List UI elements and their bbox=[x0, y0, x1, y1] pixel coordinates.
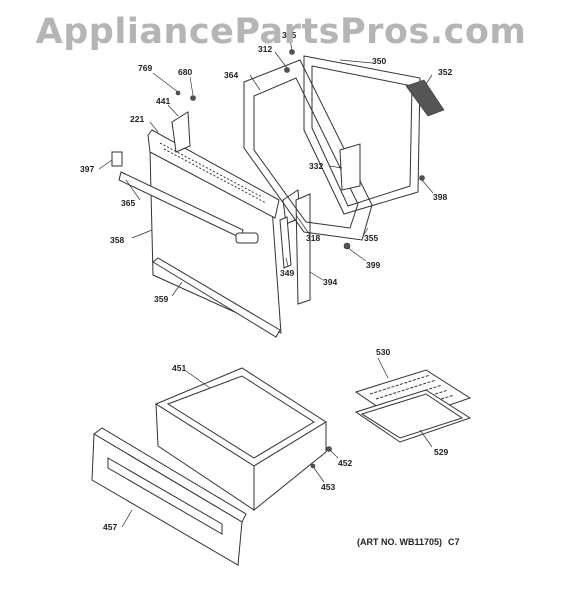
screw-398 bbox=[419, 175, 425, 181]
callout-318: 318 bbox=[306, 233, 320, 243]
callout-441: 441 bbox=[156, 96, 170, 106]
callout-397: 397 bbox=[80, 164, 94, 174]
screw-399 bbox=[343, 242, 351, 250]
screw-453 bbox=[310, 463, 316, 469]
drawer-box-inner bbox=[166, 375, 315, 459]
side-strip bbox=[279, 216, 292, 269]
callout-457: 457 bbox=[103, 522, 117, 532]
callout-364: 364 bbox=[224, 70, 238, 80]
callout-221: 221 bbox=[130, 114, 144, 124]
watermark-logo: AppliancePartsPros.com bbox=[35, 12, 527, 52]
hinge-arm bbox=[295, 193, 311, 305]
door-frame bbox=[243, 59, 373, 241]
callout-451: 451 bbox=[172, 363, 186, 373]
door-clip bbox=[111, 151, 123, 167]
callout-365: 365 bbox=[121, 198, 135, 208]
callout-530: 530 bbox=[376, 347, 390, 357]
callout-labels: 769 680 312 395 350 352 364 441 221 332 … bbox=[80, 30, 452, 532]
left-hinge-bracket bbox=[171, 111, 191, 153]
screw-680 bbox=[190, 95, 196, 101]
callout-352: 352 bbox=[438, 67, 452, 77]
callout-680: 680 bbox=[178, 67, 192, 77]
drawer-front-grip bbox=[107, 457, 223, 535]
broil-pan-rim bbox=[360, 393, 464, 439]
callout-399: 399 bbox=[366, 260, 380, 270]
callout-355: 355 bbox=[364, 233, 378, 243]
callout-769: 769 bbox=[138, 63, 152, 73]
art-number-suffix: C7 bbox=[448, 537, 460, 547]
drawer-right-wall bbox=[253, 421, 327, 512]
callout-358: 358 bbox=[110, 235, 124, 245]
callout-332: 332 bbox=[309, 161, 323, 171]
leader-lines bbox=[98, 39, 434, 528]
callout-529: 529 bbox=[434, 447, 448, 457]
door-frame-inner bbox=[253, 77, 359, 229]
broil-pan bbox=[354, 389, 472, 443]
vent-slots bbox=[159, 142, 267, 204]
callout-350: 350 bbox=[372, 56, 386, 66]
callout-349: 349 bbox=[280, 268, 294, 278]
door-gasket bbox=[405, 79, 445, 117]
screw-312 bbox=[284, 67, 290, 73]
door-bottom-trim bbox=[152, 257, 281, 338]
window-latch bbox=[235, 232, 259, 244]
drawer-front-face bbox=[91, 433, 243, 566]
callout-452: 452 bbox=[338, 458, 352, 468]
inner-liner-edge bbox=[311, 65, 413, 207]
callout-394: 394 bbox=[323, 277, 337, 287]
inner-door-liner bbox=[303, 55, 421, 215]
callout-395: 395 bbox=[282, 30, 296, 40]
callout-312: 312 bbox=[258, 44, 272, 54]
callout-359: 359 bbox=[154, 294, 168, 304]
glass-bracket bbox=[339, 143, 361, 191]
art-number-text: (ART NO. WB11705) bbox=[357, 537, 443, 547]
screw-769 bbox=[175, 90, 181, 96]
door-top-trim bbox=[147, 129, 280, 219]
art-number: (ART NO. WB11705) C7 bbox=[357, 537, 460, 547]
callout-453: 453 bbox=[321, 482, 335, 492]
callout-398: 398 bbox=[433, 192, 447, 202]
